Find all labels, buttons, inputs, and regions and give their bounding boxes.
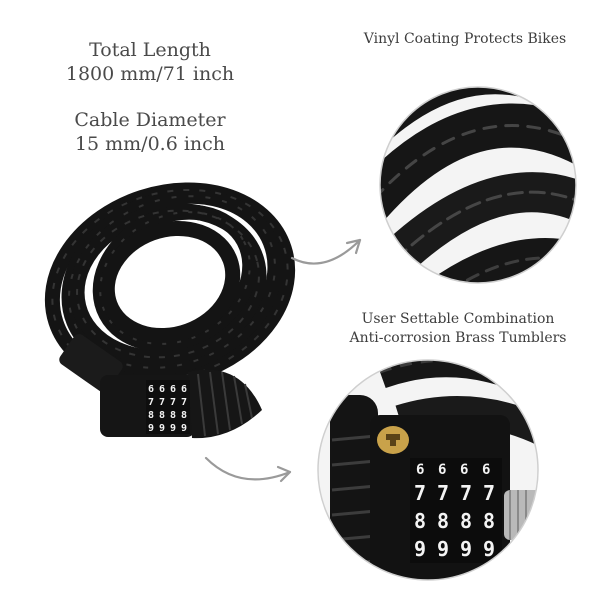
detail-dial-digit: 6 [482,462,490,478]
detail-dial-digit: 8 [483,509,495,533]
cable-diameter-spec: Cable Diameter 15 mm/0.6 inch [40,108,260,156]
main-dial-digit: 7 [148,397,154,408]
main-dial-digit: 8 [181,410,187,421]
combination-caption-line2: Anti-corrosion Brass Tumblers [349,330,567,346]
main-combination-dials: 6 6 6 6 7 7 7 7 8 8 8 8 9 9 9 9 [146,380,190,434]
main-dial-row-1: 6 [148,384,154,395]
cable-diameter-value: 15 mm/0.6 inch [74,133,226,155]
detail-combination-dials: 6 6 6 6 7 7 7 7 8 8 8 8 9 9 9 9 [410,458,502,563]
arrow-to-combination-detail [204,456,292,483]
detail-dial-digit: 9 [414,537,426,561]
detail-dial-digit: 7 [414,481,426,505]
arrow-to-vinyl-detail [290,238,362,265]
detail-dial-digit: 6 [416,462,424,478]
main-dial-digit: 9 [181,423,187,434]
main-dial-digit: 7 [159,397,165,408]
detail-dial-digit: 8 [437,509,449,533]
cable-diameter-label: Cable Diameter [74,109,226,131]
detail-dial-digit: 9 [483,537,495,561]
detail-circle-border [317,359,539,581]
ribbed-sleeve [188,369,262,439]
detail-dial-digit: 7 [437,481,449,505]
total-length-label: Total Length [89,39,211,61]
main-dial-digit: 9 [148,423,154,434]
total-length-spec: Total Length 1800 mm/71 inch [40,38,260,86]
main-dial-digit: 9 [159,423,165,434]
detail-dial-digit: 6 [438,462,446,478]
main-dial-digit: 8 [159,410,165,421]
combination-detail: 6 6 6 6 7 7 7 7 8 8 8 8 9 9 9 9 [317,359,539,581]
detail-circle-border [379,86,577,284]
combination-caption-line1: User Settable Combination [361,311,555,327]
main-dial-digit: 9 [170,423,176,434]
main-dial-digit: 8 [148,410,154,421]
vinyl-coating-detail [379,86,577,284]
main-dial-digit: 7 [170,397,176,408]
main-dial-digit: 6 [181,384,187,395]
detail-dial-digit: 9 [437,537,449,561]
total-length-value: 1800 mm/71 inch [65,63,235,85]
detail-dial-digit: 6 [460,462,468,478]
main-dial-digit: 6 [170,384,176,395]
vinyl-coating-caption: Vinyl Coating Protects Bikes [363,31,567,47]
detail-dial-digit: 8 [460,509,472,533]
cable-lock-image: 6 6 6 6 7 7 7 7 8 8 8 8 9 9 9 9 [44,182,296,439]
main-dial-digit: 8 [170,410,176,421]
detail-dial-digit: 9 [460,537,472,561]
main-dial-digit: 6 [159,384,165,395]
detail-dial-digit: 8 [414,509,426,533]
main-dial-digit: 7 [181,397,187,408]
combination-caption: User Settable Combination Anti-corrosion… [318,310,598,348]
detail-dial-digit: 7 [460,481,472,505]
detail-dial-digit: 7 [483,481,495,505]
